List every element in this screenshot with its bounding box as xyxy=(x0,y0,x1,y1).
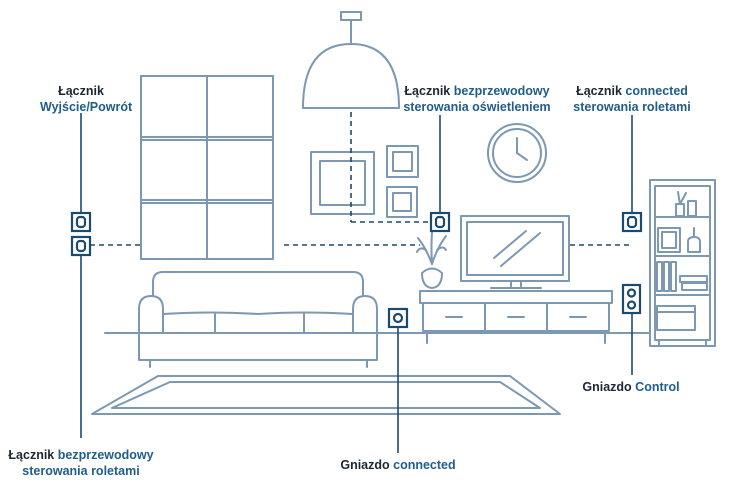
label-line: Łącznik connected xyxy=(569,83,695,99)
label-text: connected xyxy=(625,84,688,98)
label-text: Łącznik xyxy=(576,84,626,98)
pendant-lamp-icon xyxy=(302,11,400,109)
label-text: bezprzewodowy xyxy=(57,448,154,462)
switch-exit-2-icon xyxy=(70,235,92,257)
switch-lighting-icon xyxy=(429,211,451,233)
label-line: sterowania oświetleniem xyxy=(403,100,551,114)
label-wireless-lighting: Łącznik bezprzewodowy sterowania oświetl… xyxy=(402,83,552,115)
label-wireless-blinds: Łącznik bezprzewodowy sterowania roletam… xyxy=(5,447,157,479)
label-line: Gniazdo connected xyxy=(333,457,463,473)
wall-clock-icon xyxy=(487,123,547,183)
sofa-icon xyxy=(138,271,378,368)
label-socket-connected: Gniazdo connected xyxy=(333,457,463,473)
label-text: Łącznik xyxy=(8,448,58,462)
label-text: connected xyxy=(393,458,456,472)
label-text: Control xyxy=(635,380,680,394)
label-line: Łącznik bezprzewodowy xyxy=(402,83,552,99)
label-text: Gniazdo xyxy=(582,380,636,394)
label-line: sterowania roletami xyxy=(22,464,140,478)
label-line: Wyjście/Powrót xyxy=(40,100,133,114)
label-line: sterowania roletami xyxy=(573,100,691,114)
label-socket-control: Gniazdo Control xyxy=(575,379,687,395)
socket-control-icon xyxy=(621,283,642,315)
tv-icon xyxy=(460,215,570,289)
tv-cabinet-icon xyxy=(419,290,613,344)
label-text: bezprzewodowy xyxy=(453,84,550,98)
label-line: Gniazdo Control xyxy=(575,379,687,395)
label-line: Łącznik bezprzewodowy xyxy=(5,447,157,463)
bookshelf-icon xyxy=(649,179,716,347)
socket-connected-icon xyxy=(387,307,409,329)
plant-icon xyxy=(416,231,447,289)
window-icon xyxy=(140,75,274,260)
rug-icon xyxy=(91,375,561,415)
label-text: Gniazdo xyxy=(340,458,394,472)
label-exit-switch: Łącznik Wyjście/Powrót xyxy=(40,83,133,115)
picture-frames-icon xyxy=(310,145,419,218)
label-line: Łącznik xyxy=(58,84,104,98)
switch-blinds-icon xyxy=(621,211,643,233)
label-connected-blinds: Łącznik connected sterowania roletami xyxy=(569,83,695,115)
label-text: Łącznik xyxy=(404,84,454,98)
switch-exit-icon xyxy=(70,211,92,233)
